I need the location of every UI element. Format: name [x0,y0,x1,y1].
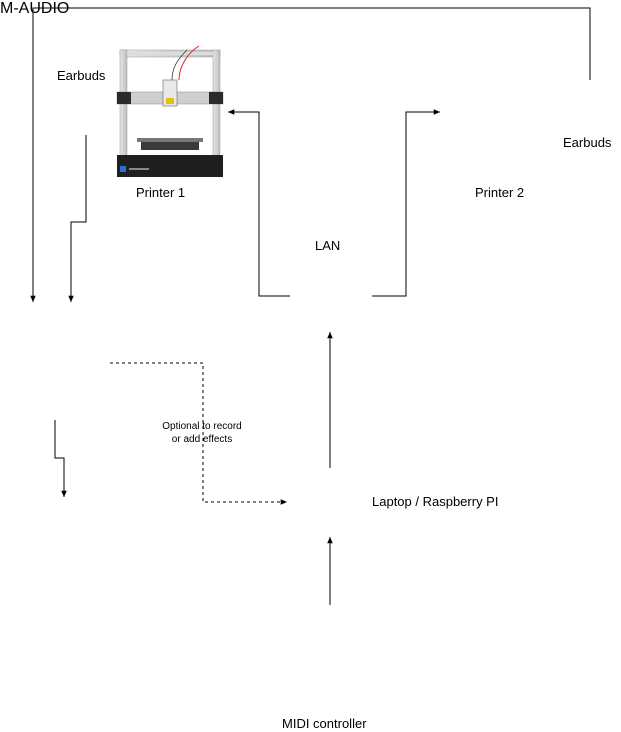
earbuds-right-label: Earbuds [563,135,612,150]
midi-label: MIDI controller [282,716,367,731]
connector-router-to-printer1 [228,109,290,297]
printer2-label: Printer 2 [475,185,525,200]
connector-interface-to-laptop-optional [110,362,287,505]
lan-label: LAN [315,238,341,253]
connector-interface-to-speakers [54,420,67,497]
connectors [30,7,591,605]
printer1 [116,45,224,177]
optional-note-line2: or add effects [171,434,233,445]
optional-note-line1: Optional to record [162,421,242,432]
optional-note: Optional to record or add effects [152,420,252,446]
connector-router-to-printer2 [372,109,440,297]
earbuds-left-label: Earbuds [57,68,106,83]
printer1-icon [116,45,224,177]
laptop-label: Laptop / Raspberry PI [372,494,499,509]
printer1-label: Printer 1 [136,185,186,200]
connector-earbuds-right-to-interface [30,7,591,302]
connector-earbuds-left-to-interface [68,135,87,302]
